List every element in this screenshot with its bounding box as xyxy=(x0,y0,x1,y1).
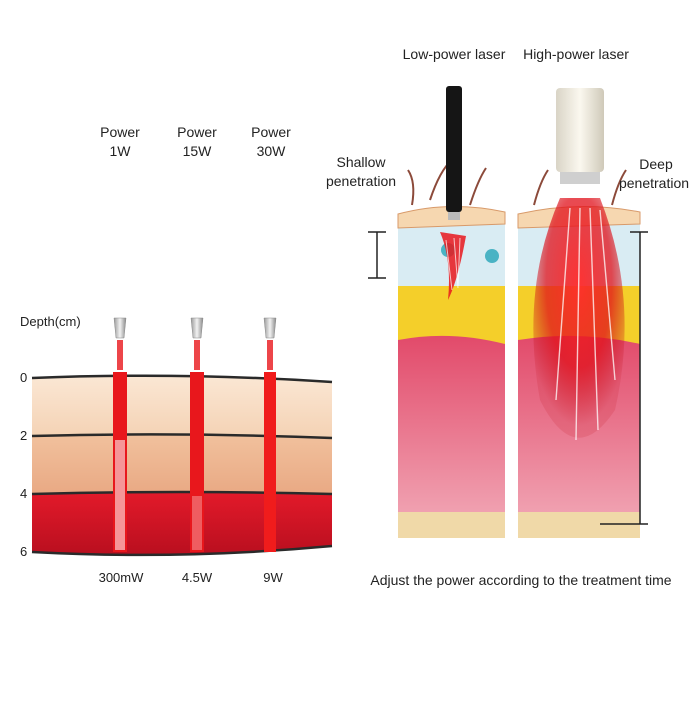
probe-1-tip xyxy=(113,317,127,339)
probe-2-beam-air xyxy=(194,340,200,370)
shallow-penetration-line2: penetration xyxy=(325,173,397,189)
probe-3-beam-air xyxy=(267,340,273,370)
high-power-laser xyxy=(556,88,604,184)
left-tissue-block xyxy=(31,374,333,557)
skin-block-high xyxy=(517,169,641,538)
probe-1 xyxy=(113,196,127,552)
depth-line-2 xyxy=(31,433,333,440)
probe-1-beam-air xyxy=(117,340,123,370)
high-power-laser-tip xyxy=(560,172,600,184)
depth-line-6 xyxy=(31,544,333,557)
probe-1-output: 300mW xyxy=(98,570,144,585)
probe-3-output: 9W xyxy=(263,570,283,585)
dermis-low xyxy=(398,335,505,512)
high-beam-rays xyxy=(555,207,616,441)
deep-penetration-line1: Deep xyxy=(639,156,673,172)
depth-axis-label: Depth(cm) xyxy=(20,314,81,329)
caption: Adjust the power according to the treatm… xyxy=(370,572,672,588)
probe-1-power-value: 1W xyxy=(109,143,131,159)
depth-line-4 xyxy=(31,490,333,496)
tissue-layer-1 xyxy=(32,375,332,438)
probe-2-beam xyxy=(190,372,204,552)
tissue-layer-2 xyxy=(32,434,332,494)
depth-tick-0: 0 xyxy=(20,370,28,385)
gland-low-2 xyxy=(485,249,499,263)
probe-1-beam-fade xyxy=(115,440,125,550)
hair-high xyxy=(533,169,627,206)
low-power-laser-label: Low-power laser xyxy=(402,46,506,62)
deep-penetration-line2: penetration xyxy=(618,175,690,191)
probe-3-power-value: 30W xyxy=(256,143,286,159)
depth-tick-2: 2 xyxy=(20,428,28,443)
base-low xyxy=(398,512,505,538)
deep-marker xyxy=(600,231,648,525)
probe-2-power-value: 15W xyxy=(182,143,212,159)
probe-3-tip xyxy=(263,317,277,339)
low-power-laser xyxy=(446,86,462,220)
probe-3-power-label: Power xyxy=(251,124,291,140)
probe-3 xyxy=(263,200,277,552)
probe-2-beam-fade xyxy=(192,496,202,550)
shallow-penetration-line1: Shallow xyxy=(336,154,386,170)
depth-tick-4: 4 xyxy=(20,486,28,501)
probe-1-power-label: Power xyxy=(100,124,140,140)
probe-2-power-label: Power xyxy=(177,124,217,140)
tissue-layer-3 xyxy=(32,492,332,555)
probe-3-beam xyxy=(264,372,276,552)
probe-2 xyxy=(190,196,204,552)
low-power-laser-body xyxy=(446,86,462,212)
high-power-laser-body xyxy=(556,88,604,172)
base-high xyxy=(518,512,640,538)
depth-tick-6: 6 xyxy=(20,544,28,559)
low-beam-rays xyxy=(445,237,461,291)
low-power-laser-tip xyxy=(448,212,460,220)
depth-line-0 xyxy=(31,374,333,384)
high-beam xyxy=(533,198,625,438)
shallow-marker xyxy=(368,231,386,279)
high-power-laser-label: High-power laser xyxy=(523,46,629,62)
probe-2-tip xyxy=(190,317,204,339)
probe-2-output: 4.5W xyxy=(181,570,213,585)
